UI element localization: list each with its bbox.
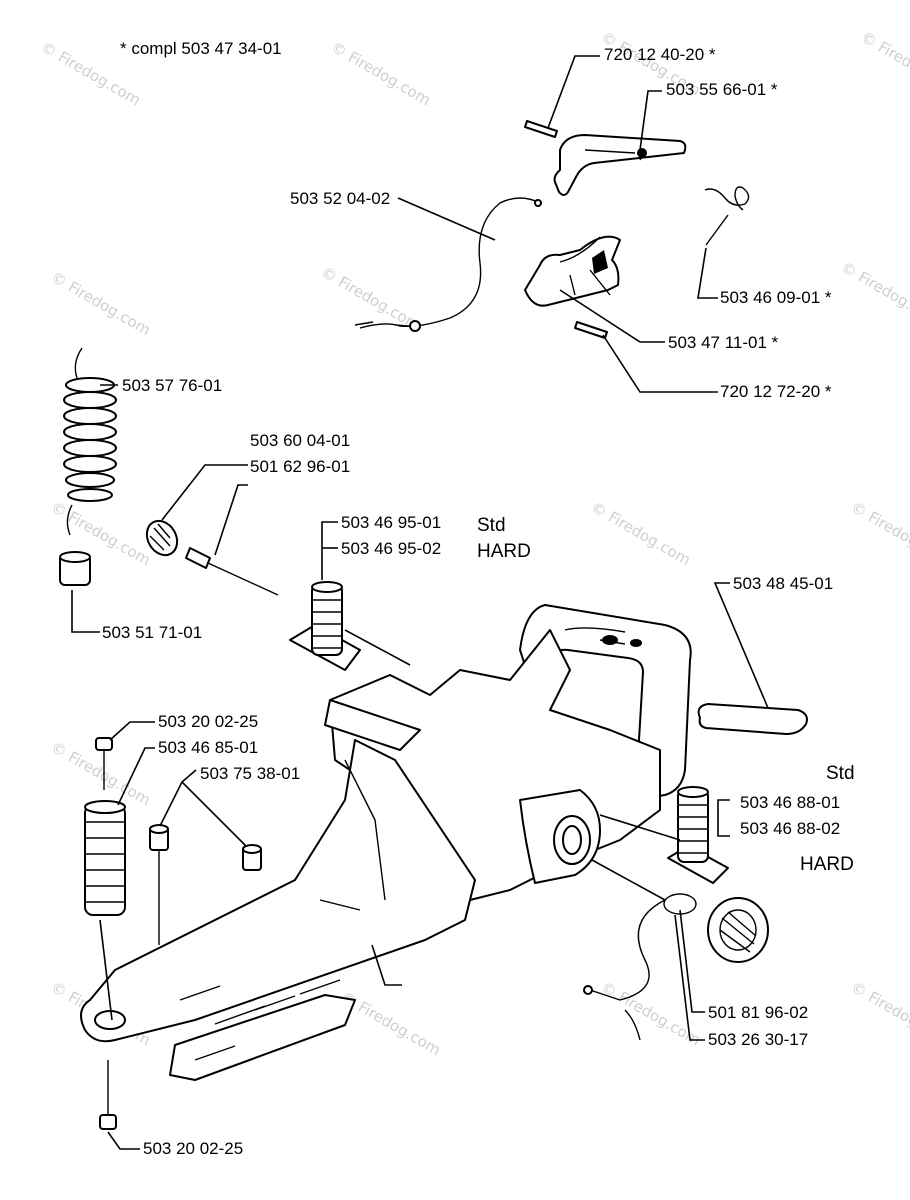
- fuel-cap-and-strap: [583, 893, 769, 1041]
- part-label: 503 20 02-25: [143, 1139, 243, 1158]
- part-label: 720 12 40-20 *: [604, 45, 716, 64]
- std-label: Std: [477, 515, 506, 536]
- watermark: © Firedog.com: [838, 258, 910, 329]
- watermark: © Firedog.com: [848, 498, 910, 569]
- watermark: © Firedog.com: [588, 498, 694, 569]
- part-label: 503 46 95-02: [341, 539, 441, 558]
- std-label: Std: [826, 763, 855, 784]
- part-label: 503 48 45-01: [733, 574, 833, 593]
- part-label: 503 46 09-01 *: [720, 288, 832, 307]
- watermark: © Firedog.com: [858, 28, 910, 99]
- part-label: 503 46 85-01: [158, 738, 258, 757]
- watermark: © Firedog.com: [848, 978, 910, 1049]
- watermark: © Firedog.com: [318, 263, 424, 334]
- chassis-housing: [80, 604, 692, 1081]
- part-label: 503 52 04-02: [290, 189, 390, 208]
- part-label: 503 51 71-01: [102, 623, 202, 642]
- part-label: 503 57 76-01: [122, 376, 222, 395]
- av-mount-right: [667, 786, 729, 884]
- part-label: 503 20 02-25: [158, 712, 258, 731]
- plugs: [149, 824, 262, 945]
- hard-label: HARD: [800, 854, 854, 875]
- part-label: 503 47 11-01 *: [668, 333, 779, 352]
- adjuster-knob-and-screw: [145, 519, 279, 596]
- part-label: 503 46 88-02: [740, 819, 840, 838]
- spring-and-cap: [59, 347, 117, 586]
- part-label: 503 46 95-01: [341, 513, 441, 532]
- part-label: 720 12 72-20 *: [720, 382, 832, 401]
- watermark: © Firedog.com: [338, 988, 444, 1059]
- av-mount-rear: [84, 737, 126, 1130]
- hard-label: HARD: [477, 541, 531, 562]
- part-label: 503 26 30-17: [708, 1030, 808, 1049]
- assembly-note: * compl 503 47 34-01: [120, 39, 282, 58]
- part-label: 503 55 66-01 *: [666, 80, 778, 99]
- part-label: 503 60 04-01: [250, 431, 350, 450]
- handle-grip: [697, 703, 808, 735]
- part-labels: 720 12 40-20 * 503 55 66-01 * 503 52 04-…: [102, 45, 855, 1158]
- av-mount-front: [289, 581, 361, 671]
- part-label: 501 81 96-02: [708, 1003, 808, 1022]
- throttle-trigger-assembly: [354, 120, 750, 339]
- watermark: © Firedog.com: [598, 978, 704, 1049]
- part-label: 503 46 88-01: [740, 793, 840, 812]
- part-label: 503 75 38-01: [200, 764, 300, 783]
- watermark: © Firedog.com: [48, 268, 154, 339]
- part-label: 501 62 96-01: [250, 457, 350, 476]
- watermark: © Firedog.com: [328, 38, 434, 109]
